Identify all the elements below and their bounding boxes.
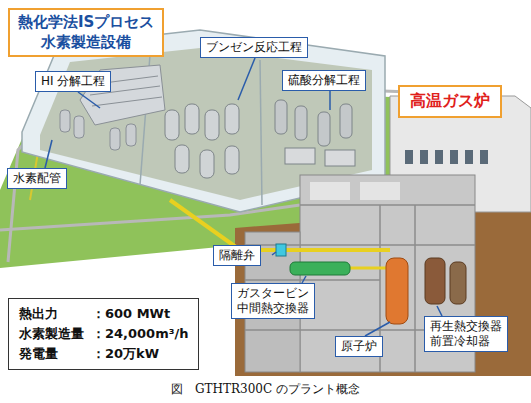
callout-box: 原子炉 <box>335 336 383 357</box>
facility-heading: 熱化学法ISプロセス 水素製造設備 <box>8 8 164 57</box>
reactor-heading: 高温ガス炉 <box>398 85 502 118</box>
figure-caption: 図 GTHTR300C のプラント概念 <box>0 381 531 398</box>
node-label: 熱化学法ISプロセス 水素製造設備 <box>18 13 154 52</box>
spec-cell: ：24,000m³/h <box>92 325 188 343</box>
spec-cell: 水素製造量 <box>19 325 84 343</box>
callout-box: HI 分解工程 <box>35 71 111 92</box>
spec-cell: ：600 MWt <box>92 305 188 323</box>
node-label: 高温ガス炉 <box>410 91 490 112</box>
callout-box: 硫酸分解工程 <box>282 70 366 91</box>
node-label: 原子炉 <box>341 339 377 354</box>
node-label: 再生熱交換器 前置冷却器 <box>430 319 502 349</box>
callout-box: ブンゼン反応工程 <box>200 37 308 58</box>
callout-box: 再生熱交換器 前置冷却器 <box>424 316 508 352</box>
node-label: HI 分解工程 <box>41 74 105 89</box>
spec-cell: 熱出力 <box>19 305 84 323</box>
node-label: 水素配管 <box>13 171 61 186</box>
node-label: ブンゼン反応工程 <box>206 40 302 55</box>
spec-cell: ：20万kW <box>92 345 188 363</box>
node-label: 隔離弁 <box>219 248 255 263</box>
node-label: ガスタービン 中間熱交換器 <box>237 286 309 316</box>
spec-cell: 発電量 <box>19 345 84 363</box>
callout-box: 隔離弁 <box>213 245 261 266</box>
spec-table: 熱出力 ：600 MWt 水素製造量 ：24,000m³/h 発電量 ：20万kW <box>8 298 199 370</box>
callout-box: 水素配管 <box>7 168 67 189</box>
callout-box: ガスタービン 中間熱交換器 <box>231 283 315 319</box>
node-label: 硫酸分解工程 <box>288 73 360 88</box>
